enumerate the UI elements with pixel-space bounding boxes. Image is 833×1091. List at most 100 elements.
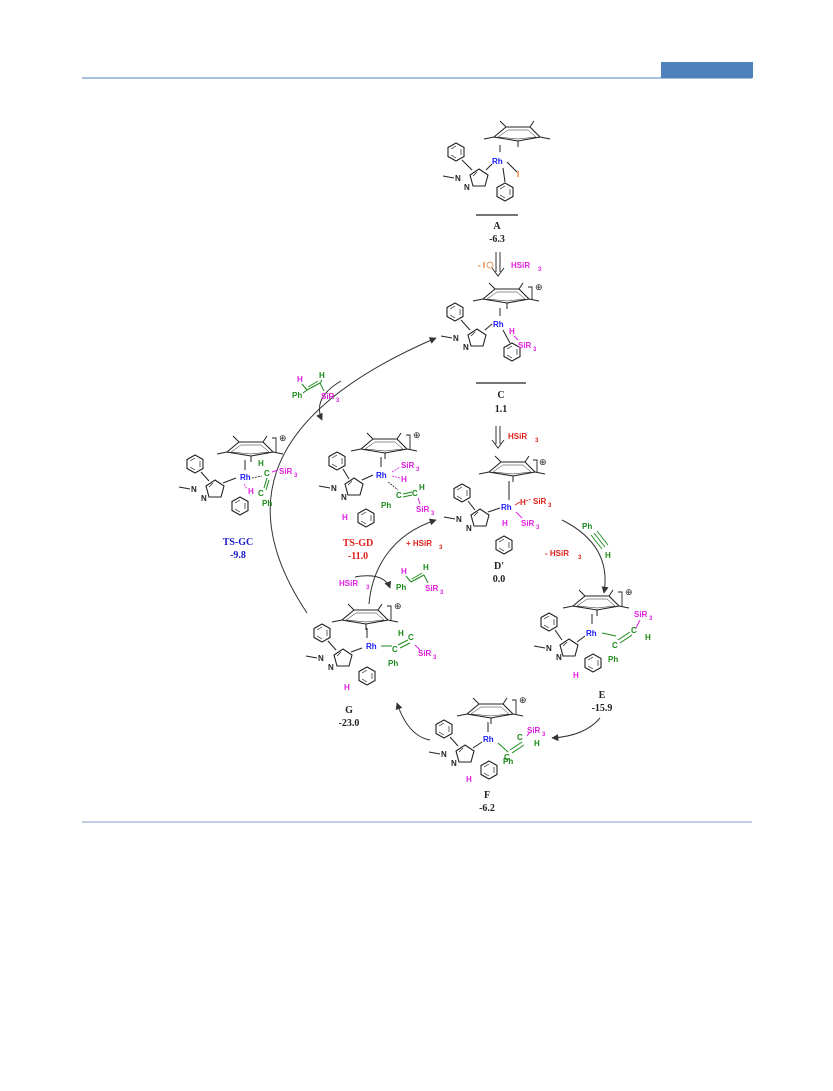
label-TS-GC: TS-GC xyxy=(223,537,254,548)
svg-text:SiR: SiR xyxy=(401,461,415,470)
svg-text:HSiR: HSiR xyxy=(339,579,358,588)
label-C: C xyxy=(497,390,504,401)
svg-text:3: 3 xyxy=(336,398,340,404)
svg-text:⊕: ⊕ xyxy=(413,430,421,440)
header-tab xyxy=(661,62,753,78)
svg-text:H: H xyxy=(520,498,526,507)
energy-F: -6.2 xyxy=(479,803,495,814)
svg-text:H: H xyxy=(342,513,348,522)
svg-text:C: C xyxy=(264,469,270,478)
svg-text:H: H xyxy=(502,519,508,528)
svg-text:3: 3 xyxy=(538,267,542,273)
label-Dp: D' xyxy=(494,561,504,572)
svg-text:⊕: ⊕ xyxy=(279,433,287,443)
hsir3-A-to-C: HSiR xyxy=(511,261,530,270)
svg-text:N: N xyxy=(341,493,347,502)
svg-text:3: 3 xyxy=(366,585,370,591)
svg-text:3: 3 xyxy=(533,347,537,353)
svg-text:C: C xyxy=(517,733,523,742)
hsir3-exchange-label: HSiR 3 xyxy=(339,579,370,591)
rh-atom-TS-GC: Rh xyxy=(240,473,251,482)
svg-text:H: H xyxy=(401,475,407,484)
svg-text:H: H xyxy=(466,775,472,784)
rh-atom-C: Rh xyxy=(493,320,504,329)
minus-iodide: - I xyxy=(478,261,485,270)
svg-text:C: C xyxy=(412,489,418,498)
svg-text:N: N xyxy=(201,494,207,503)
svg-text:Ph: Ph xyxy=(503,757,513,766)
energy-TS-GC: -9.8 xyxy=(230,550,246,561)
label-A: A xyxy=(493,221,501,232)
rh-atom-A: Rh xyxy=(492,157,503,166)
svg-text:Ph: Ph xyxy=(608,655,618,664)
svg-text:3: 3 xyxy=(649,616,653,622)
svg-text:C: C xyxy=(612,641,618,650)
svg-text:3: 3 xyxy=(548,503,552,509)
energy-TS-GD: -11.0 xyxy=(348,551,368,562)
svg-text:⊕: ⊕ xyxy=(535,282,543,292)
svg-text:3: 3 xyxy=(578,555,582,561)
svg-text:SiR: SiR xyxy=(527,726,541,735)
svg-text:H: H xyxy=(419,483,425,492)
svg-text:⊕: ⊕ xyxy=(394,601,402,611)
svg-text:N: N xyxy=(441,750,447,759)
arrow-G-to-TS-GD xyxy=(368,518,437,605)
svg-text:H: H xyxy=(258,459,264,468)
iodide-atom: I xyxy=(517,170,519,179)
label-F: F xyxy=(484,790,490,801)
svg-text:H: H xyxy=(344,683,350,692)
svg-text:SiR: SiR xyxy=(634,610,648,619)
svg-text:C: C xyxy=(258,489,264,498)
svg-text:+ HSiR: + HSiR xyxy=(406,539,432,548)
vinylsilane-product-bottom: H H Ph SiR 3 xyxy=(396,563,444,596)
svg-text:3: 3 xyxy=(294,473,298,479)
minus-hsir3: - HSiR xyxy=(545,549,569,558)
svg-text:H: H xyxy=(401,567,407,576)
complex-F: ⊕ Rh C C SiR 3 H Ph H N N F -6.2 xyxy=(428,695,546,814)
svg-text:H: H xyxy=(509,327,515,336)
svg-text:SiR: SiR xyxy=(416,505,430,514)
arrow-F-to-G xyxy=(395,702,431,741)
phenylacetylene-ph: Ph xyxy=(582,522,592,531)
svg-text:SiR: SiR xyxy=(418,649,432,658)
svg-text:3: 3 xyxy=(542,732,546,738)
energy-G: -23.0 xyxy=(339,718,360,729)
complex-G: ⊕ Rh C C H SiR 3 Ph H N N G -23.0 xyxy=(305,601,437,729)
svg-text:C: C xyxy=(396,491,402,500)
svg-text:H: H xyxy=(319,371,325,380)
vinylsilane-product-top: H H Ph SiR 3 xyxy=(292,371,340,404)
rh-atom-Dp: Rh xyxy=(501,503,512,512)
svg-text:⊕: ⊕ xyxy=(519,695,527,705)
svg-text:3: 3 xyxy=(440,590,444,596)
svg-text:H: H xyxy=(398,629,404,638)
svg-text:Ph: Ph xyxy=(381,501,391,510)
complex-TS-GD: ⊕ Rh SiR 3 H C C H SiR 3 Ph H N N TS-GD … xyxy=(318,430,435,562)
arrow-product-release xyxy=(316,380,342,421)
svg-text:Ph: Ph xyxy=(292,391,302,400)
complex-TS-GC: ⊕ Rh H C SiR 3 C H Ph N N TS-GC -9.8 xyxy=(178,433,298,561)
svg-text:H: H xyxy=(248,487,254,496)
svg-text:3: 3 xyxy=(416,467,420,473)
svg-text:3: 3 xyxy=(433,655,437,661)
svg-text:N: N xyxy=(463,343,469,352)
rh-atom-G: Rh xyxy=(366,642,377,651)
svg-text:N: N xyxy=(464,183,470,192)
svg-text:⊕: ⊕ xyxy=(625,587,633,597)
svg-text:Ph: Ph xyxy=(396,583,406,592)
complex-C: ⊕ Rh H SiR 3 N N C 1.1 xyxy=(440,282,543,415)
svg-text:3: 3 xyxy=(431,511,435,517)
arrow-C-to-Dp: HSiR 3 xyxy=(491,426,539,449)
rh-atom-E: Rh xyxy=(586,629,597,638)
svg-text:H: H xyxy=(573,671,579,680)
svg-text:C: C xyxy=(631,626,637,635)
svg-text:N: N xyxy=(466,524,472,533)
svg-text:N: N xyxy=(191,485,197,494)
svg-text:C: C xyxy=(504,753,510,762)
svg-text:N: N xyxy=(455,174,461,183)
label-E: E xyxy=(599,690,606,701)
svg-text:N: N xyxy=(331,484,337,493)
energy-A: -6.3 xyxy=(489,234,505,245)
energy-E: -15.9 xyxy=(592,703,613,714)
svg-text:H: H xyxy=(605,551,611,560)
